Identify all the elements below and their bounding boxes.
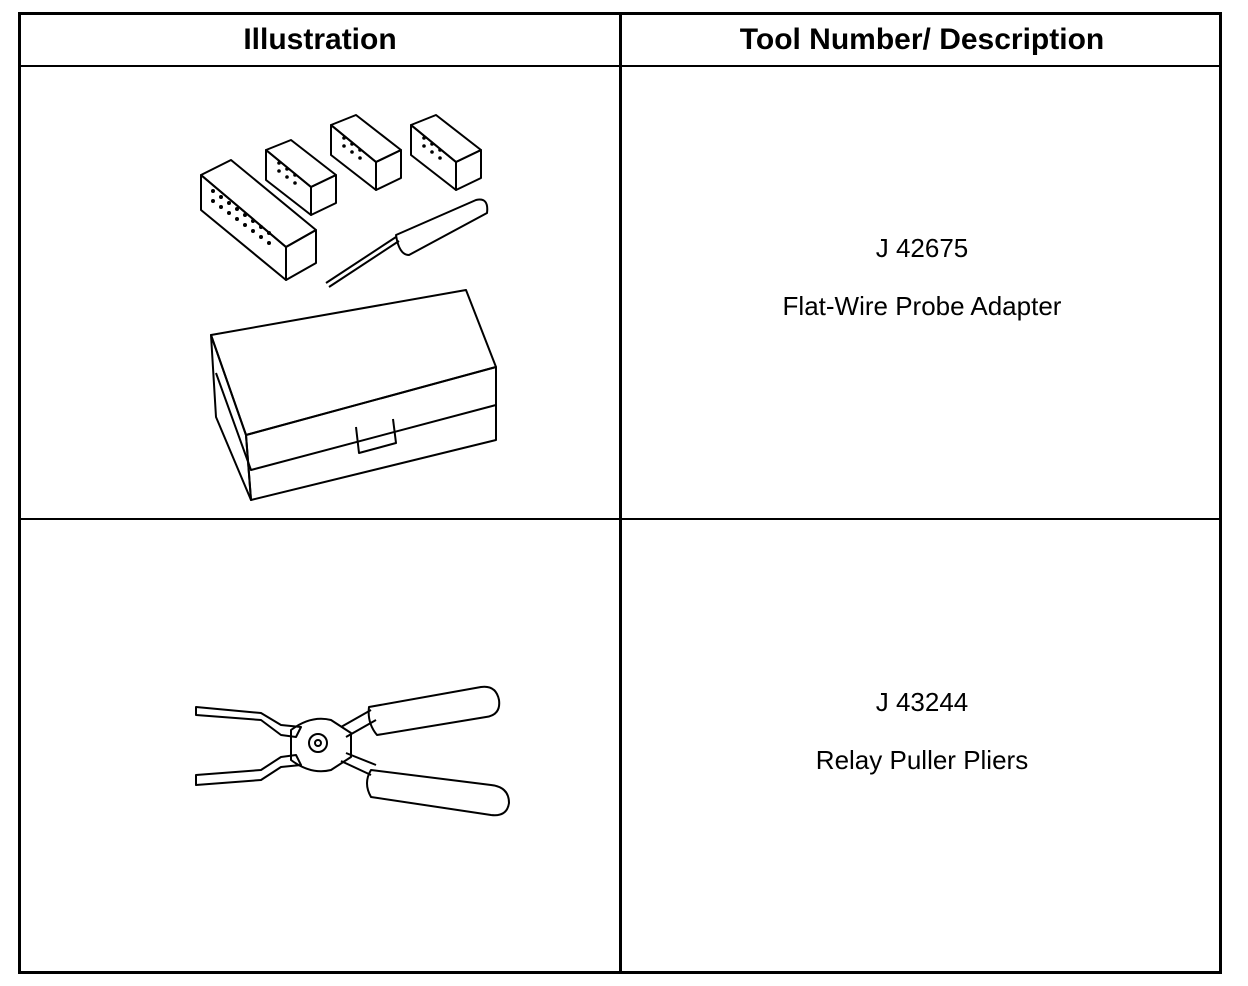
relay-puller-pliers-icon <box>191 665 501 805</box>
header-divider <box>21 65 1219 67</box>
tool-number: J 43244 <box>875 687 969 717</box>
column-divider <box>619 15 622 971</box>
tool-description: Flat-Wire Probe Adapter <box>782 291 1062 321</box>
tool-table: Illustration Tool Number/ Description <box>18 12 1222 974</box>
row-divider <box>21 518 1219 520</box>
probe-adapter-kit-icon <box>191 105 521 495</box>
tool-description: Relay Puller Pliers <box>815 745 1029 775</box>
tool-number: J 42675 <box>875 233 969 263</box>
header-illustration: Illustration <box>243 23 397 56</box>
connector-pins <box>211 189 271 245</box>
row-1-description-cell: J 42675 Flat-Wire Probe Adapter <box>622 233 1222 321</box>
header-tool-description: Tool Number/ Description <box>739 23 1105 56</box>
row-2-description-cell: J 43244 Relay Puller Pliers <box>622 687 1222 775</box>
